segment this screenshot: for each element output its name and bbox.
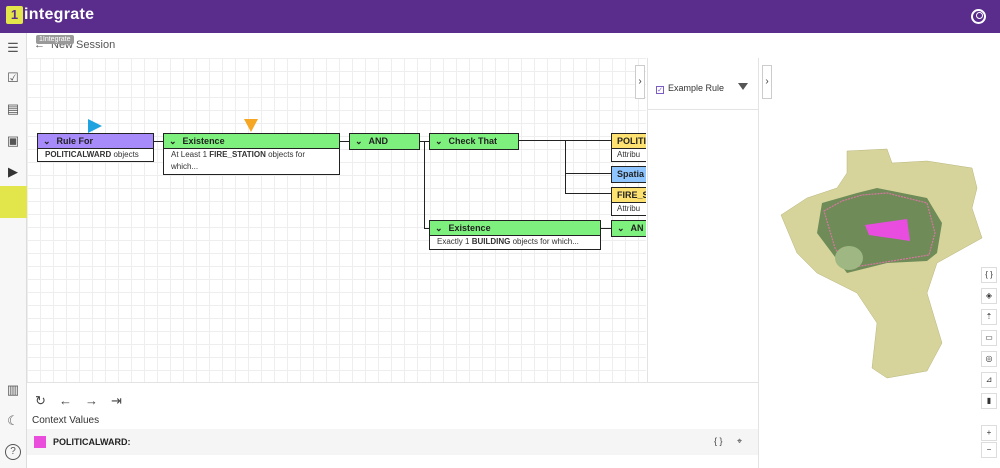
- code-braces-icon[interactable]: { }: [981, 267, 997, 283]
- run-to-end-icon[interactable]: ⇥: [111, 393, 122, 408]
- node-title: AN: [630, 223, 644, 233]
- connector: [565, 140, 566, 194]
- chevron-down-icon[interactable]: ⌄: [435, 223, 443, 233]
- elevation-icon[interactable]: ⊿: [981, 372, 997, 388]
- node-text: objects: [113, 150, 139, 159]
- sidebar-active-indicator: [0, 186, 27, 218]
- rule-panel: ✓ Example Rule: [647, 58, 758, 382]
- node-text: Attribu: [617, 204, 641, 213]
- node-title: POLITI: [612, 134, 646, 149]
- chevron-down-icon[interactable]: ⌄: [617, 223, 625, 233]
- node-text: objects for which...: [512, 237, 579, 246]
- node-title: Check That: [448, 136, 498, 146]
- session-play-icon[interactable]: ▶: [8, 164, 18, 179]
- node-existence-fire-station[interactable]: ⌄ Existence At Least 1 FIRE_STATION objec…: [163, 133, 340, 175]
- node-politicalward-attribute[interactable]: POLITI Attribu: [611, 133, 646, 162]
- filter-icon[interactable]: [738, 83, 748, 90]
- restart-icon[interactable]: ↻: [35, 393, 46, 408]
- chevron-down-icon[interactable]: ⌄: [355, 136, 363, 146]
- chevron-down-icon[interactable]: ⌄: [169, 136, 177, 146]
- node-object: FIRE_STATION: [209, 150, 266, 159]
- help-icon[interactable]: ?: [5, 444, 21, 460]
- node-title: Existence: [182, 136, 225, 146]
- rule-name[interactable]: Example Rule: [668, 83, 725, 93]
- connector: [565, 193, 612, 194]
- node-fire-station-attribute[interactable]: FIRE_S Attribu: [611, 187, 646, 216]
- connector: [424, 141, 425, 228]
- dark-mode-moon-icon[interactable]: ☾: [7, 413, 19, 428]
- node-object: BUILDING: [471, 237, 511, 246]
- connector: [153, 141, 164, 142]
- layers-icon[interactable]: ◈: [981, 288, 997, 304]
- left-sidebar: ☰ ☑ ▤ ▣ ▶ ▥ ☾ ?: [0, 33, 27, 468]
- node-title: Rule For: [56, 136, 94, 146]
- breakpoint-marker-icon[interactable]: [244, 119, 258, 132]
- node-and-2[interactable]: ⌄ AN: [611, 220, 646, 237]
- document-icon[interactable]: ▤: [6, 101, 20, 116]
- back-arrow-icon[interactable]: ←: [34, 39, 45, 51]
- connector: [424, 228, 430, 229]
- node-object: POLITICALWARD: [45, 150, 112, 159]
- app-logo[interactable]: 1 integrate: [6, 6, 94, 24]
- focus-target-icon[interactable]: ⌖: [737, 436, 743, 446]
- node-text: At Least 1: [171, 150, 208, 159]
- ruler-icon[interactable]: ▭: [981, 330, 997, 346]
- node-existence-building[interactable]: ⌄ Existence Exactly 1 BUILDING objects fo…: [429, 220, 601, 250]
- start-marker-icon: [88, 119, 102, 133]
- node-text: Attribu: [617, 150, 641, 159]
- collapse-rule-panel-button[interactable]: ›: [635, 65, 645, 99]
- node-text: which...: [171, 162, 199, 171]
- top-bar: 1 integrate: [0, 0, 1000, 33]
- node-check-that[interactable]: ⌄ Check That: [429, 133, 519, 150]
- chevron-down-icon[interactable]: ⌄: [43, 136, 51, 146]
- map-panel[interactable]: › { } ◈ ⇡ ▭ ◎ ⊿ ▮ + −: [758, 58, 1000, 468]
- connector: [339, 141, 350, 142]
- step-forward-icon[interactable]: →: [85, 393, 98, 408]
- chevron-down-icon[interactable]: ⌄: [435, 136, 443, 146]
- checklist-icon[interactable]: ▣: [6, 133, 20, 148]
- map-park: [835, 246, 863, 270]
- north-arrow-icon[interactable]: ⇡: [981, 309, 997, 325]
- node-title: FIRE_S: [612, 188, 646, 203]
- expand-map-panel-button[interactable]: ›: [762, 65, 772, 99]
- bookmark-icon[interactable]: ▮: [981, 393, 997, 409]
- object-color-swatch: [34, 436, 46, 448]
- connector: [600, 228, 612, 229]
- context-object-name: POLITICALWARD:: [53, 437, 131, 447]
- connector: [565, 173, 612, 174]
- tasks-icon[interactable]: ☑: [7, 70, 19, 85]
- logo-mark: 1: [6, 6, 23, 24]
- locate-icon[interactable]: ◎: [981, 351, 997, 367]
- map-selected-politicalward: [865, 219, 910, 241]
- rule-checkbox-icon[interactable]: ✓: [656, 86, 664, 94]
- context-values-label: Context Values: [32, 415, 100, 426]
- map-view[interactable]: [777, 143, 987, 423]
- step-back-icon[interactable]: ←: [59, 393, 72, 408]
- user-account-icon[interactable]: [971, 9, 986, 24]
- node-text: objects for: [268, 150, 305, 159]
- menu-list-icon[interactable]: ☰: [7, 40, 19, 55]
- node-title: AND: [368, 136, 389, 146]
- node-title: Spatia: [612, 167, 646, 182]
- logo-text: integrate: [24, 6, 95, 23]
- node-rule-for[interactable]: ⌄ Rule For POLITICALWARD objects: [37, 133, 154, 162]
- context-value-row[interactable]: POLITICALWARD: { } ⌖: [27, 429, 758, 455]
- reports-chart-icon[interactable]: ▥: [6, 382, 20, 397]
- map-ward-boundaries: [823, 192, 936, 269]
- node-title: Existence: [448, 223, 491, 233]
- code-braces-icon[interactable]: { }: [714, 436, 723, 446]
- node-spatial[interactable]: Spatia: [611, 166, 646, 183]
- node-text: Exactly 1: [437, 237, 470, 246]
- map-zoom-out-icon[interactable]: −: [981, 442, 997, 458]
- node-and[interactable]: ⌄ AND: [349, 133, 420, 150]
- tooltip: 1Integrate: [36, 35, 74, 44]
- map-zoom-in-icon[interactable]: +: [981, 425, 997, 441]
- rule-canvas[interactable]: ⌄ Rule For POLITICALWARD objects ⌄ Existen…: [27, 58, 646, 382]
- bottom-panel: ↻ ← → ⇥ Context Values POLITICALWARD: { …: [27, 382, 758, 468]
